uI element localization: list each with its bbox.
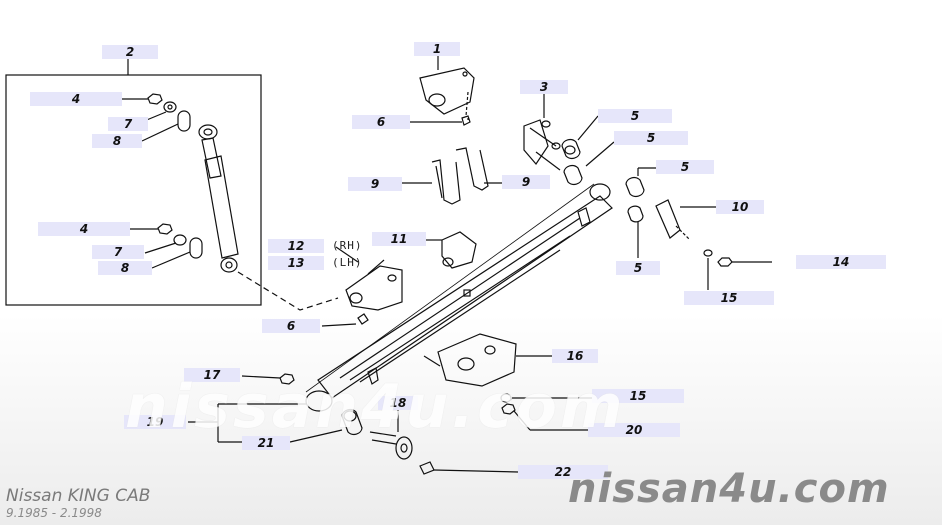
shackle-plate <box>655 199 716 241</box>
callout-20: 20 <box>588 423 680 437</box>
callout-14: 14 <box>796 255 886 269</box>
callout-1: 1 <box>414 42 460 56</box>
callout-17: 17 <box>184 368 240 382</box>
production-dates: 9.1985 - 2.1998 <box>6 506 102 520</box>
callout-12-rh: (RH) <box>332 239 363 252</box>
bushing-5-right <box>625 177 645 223</box>
callout-5-a: 5 <box>598 109 672 123</box>
callout-4-upper: 4 <box>30 92 122 106</box>
shock-hardware-lower <box>157 223 203 259</box>
shock-absorber <box>198 124 239 273</box>
callout-6-lower: 6 <box>262 319 320 333</box>
callout-3: 3 <box>520 80 568 94</box>
bushing-21 <box>341 409 363 435</box>
watermark-bottom: nissan4u.com <box>568 466 890 512</box>
shackle <box>523 94 561 171</box>
spring-seat-clip <box>426 231 477 269</box>
callout-7-lower: 7 <box>92 245 144 259</box>
shock-hardware-upper <box>147 93 191 132</box>
u-bolt-2 <box>455 147 489 191</box>
callout-13-lh: (LH) <box>332 256 363 269</box>
callout-8-lower: 8 <box>98 261 152 275</box>
callout-5-c: 5 <box>656 160 714 174</box>
spring-bracket <box>345 259 403 311</box>
bushing-5-upper <box>561 139 581 159</box>
callout-16: 16 <box>552 349 598 363</box>
bushing-5-middle <box>563 165 583 185</box>
callout-22: 22 <box>518 465 608 479</box>
callout-18: 18 <box>378 396 418 410</box>
callout-12: 12 <box>268 239 324 253</box>
callout-7-upper: 7 <box>108 117 148 131</box>
callout-8-upper: 8 <box>92 134 142 148</box>
watermark-center: nissan4u.com <box>125 372 626 442</box>
callout-2: 2 <box>102 45 158 59</box>
callout-5-b: 5 <box>614 131 688 145</box>
callout-11: 11 <box>372 232 426 246</box>
bump-stopper <box>419 56 475 115</box>
callout-6-upper: 6 <box>352 115 410 129</box>
callout-15-lower: 15 <box>592 389 684 403</box>
callout-19: 19 <box>124 415 186 429</box>
spring-seat <box>423 333 552 387</box>
leaf-spring <box>305 183 613 412</box>
callout-15-upper: 15 <box>684 291 774 305</box>
u-bolt-1 <box>431 159 461 205</box>
callout-4-lower: 4 <box>38 222 130 236</box>
shock-group-frame <box>5 74 262 306</box>
callout-21: 21 <box>242 436 290 450</box>
callout-13: 13 <box>268 256 324 270</box>
spring-pin <box>369 410 413 460</box>
vehicle-model: Nissan KING CAB <box>6 486 151 506</box>
callout-9-left: 9 <box>348 177 402 191</box>
callout-5-d: 5 <box>616 261 660 275</box>
callout-9-right: 9 <box>502 175 550 189</box>
callout-10: 10 <box>716 200 764 214</box>
